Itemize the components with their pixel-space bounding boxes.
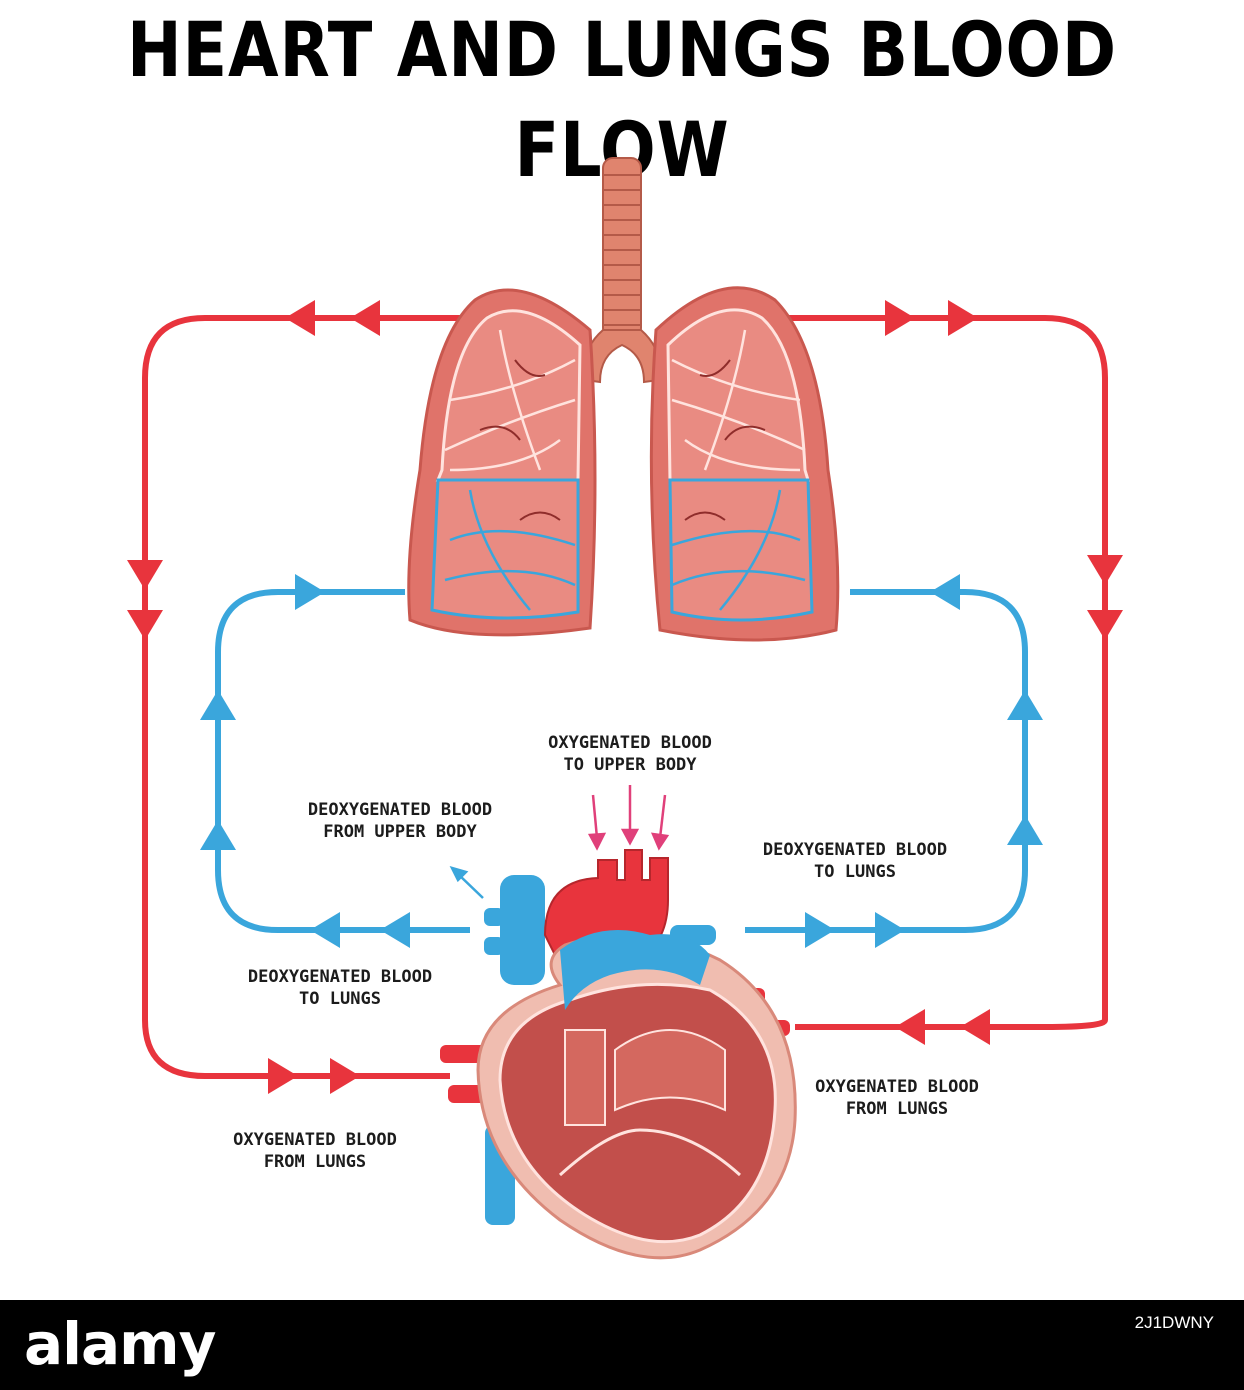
- blood-flow-diagram: OXYGENATED BLOOD TO UPPER BODY DEOXYGENA…: [127, 157, 1123, 1260]
- label-text: TO LUNGS: [814, 862, 896, 882]
- red-arrow: [127, 610, 163, 640]
- blue-arrow: [200, 820, 236, 850]
- red-arrow: [948, 300, 978, 336]
- blue-arrow: [295, 574, 325, 610]
- red-arrow: [268, 1058, 298, 1094]
- label-oxygenated-to-upper-body: OXYGENATED BLOOD TO UPPER BODY: [548, 733, 712, 775]
- pointer-arrows: [587, 785, 670, 851]
- red-arrow: [127, 560, 163, 590]
- image-id: 2J1DWNY: [1135, 1312, 1214, 1334]
- footer-bar: alamy 2J1DWNY: [0, 1300, 1244, 1390]
- label-text: OXYGENATED BLOOD: [233, 1130, 397, 1150]
- blue-arrow: [310, 912, 340, 948]
- trachea-illustration: [583, 157, 661, 384]
- red-arrow: [960, 1009, 990, 1045]
- brand-logo: alamy: [24, 1310, 216, 1378]
- heart-illustration: [440, 849, 797, 1260]
- blue-arrow: [930, 574, 960, 610]
- red-arrow: [885, 300, 915, 336]
- blue-loop-left: [215, 589, 470, 933]
- label-text: FROM UPPER BODY: [323, 822, 477, 842]
- label-text: TO LUNGS: [299, 989, 381, 1009]
- pointer-arrow-blue: [449, 866, 484, 899]
- blue-arrow: [1007, 815, 1043, 845]
- label-text: OXYGENATED BLOOD: [548, 733, 712, 753]
- label-text: DEOXYGENATED BLOOD: [248, 967, 432, 987]
- page-title: HEART AND LUNGS BLOOD FLOW: [126, 5, 1118, 194]
- blue-arrow: [1007, 690, 1043, 720]
- label-deoxygenated-from-upper-body: DEOXYGENATED BLOOD FROM UPPER BODY: [308, 800, 492, 842]
- label-text: FROM LUNGS: [264, 1152, 366, 1172]
- image-id-text: 2J1DWNY: [1134, 1313, 1214, 1332]
- label-text: OXYGENATED BLOOD: [815, 1077, 979, 1097]
- red-arrow: [1087, 610, 1123, 640]
- label-oxygenated-from-lungs-right: OXYGENATED BLOOD FROM LUNGS: [815, 1077, 979, 1119]
- blue-loop-right: [745, 589, 1028, 933]
- red-arrow: [895, 1009, 925, 1045]
- left-lung-illustration: [407, 288, 597, 637]
- red-loop-left: [142, 315, 470, 1079]
- oxygenated-circuit: [127, 300, 1123, 1094]
- red-arrow: [330, 1058, 360, 1094]
- blue-arrow: [875, 912, 905, 948]
- right-lung-illustration: [649, 286, 840, 642]
- red-loop-right: [770, 315, 1108, 1030]
- red-arrow: [350, 300, 380, 336]
- red-arrow: [285, 300, 315, 336]
- label-text: DEOXYGENATED BLOOD: [308, 800, 492, 820]
- label-text: DEOXYGENATED BLOOD: [763, 840, 947, 860]
- brand-text: alamy: [24, 1310, 216, 1378]
- red-arrow: [1087, 555, 1123, 585]
- blue-arrow: [200, 690, 236, 720]
- label-deoxygenated-to-lungs-left: DEOXYGENATED BLOOD TO LUNGS: [248, 967, 432, 1009]
- blue-arrow: [805, 912, 835, 948]
- label-text: FROM LUNGS: [846, 1099, 948, 1119]
- label-text: TO UPPER BODY: [563, 755, 697, 775]
- blue-arrow: [380, 912, 410, 948]
- label-oxygenated-from-lungs-left: OXYGENATED BLOOD FROM LUNGS: [233, 1130, 397, 1172]
- deoxygenated-circuit: [200, 574, 1043, 948]
- label-deoxygenated-to-lungs-right: DEOXYGENATED BLOOD TO LUNGS: [763, 840, 947, 882]
